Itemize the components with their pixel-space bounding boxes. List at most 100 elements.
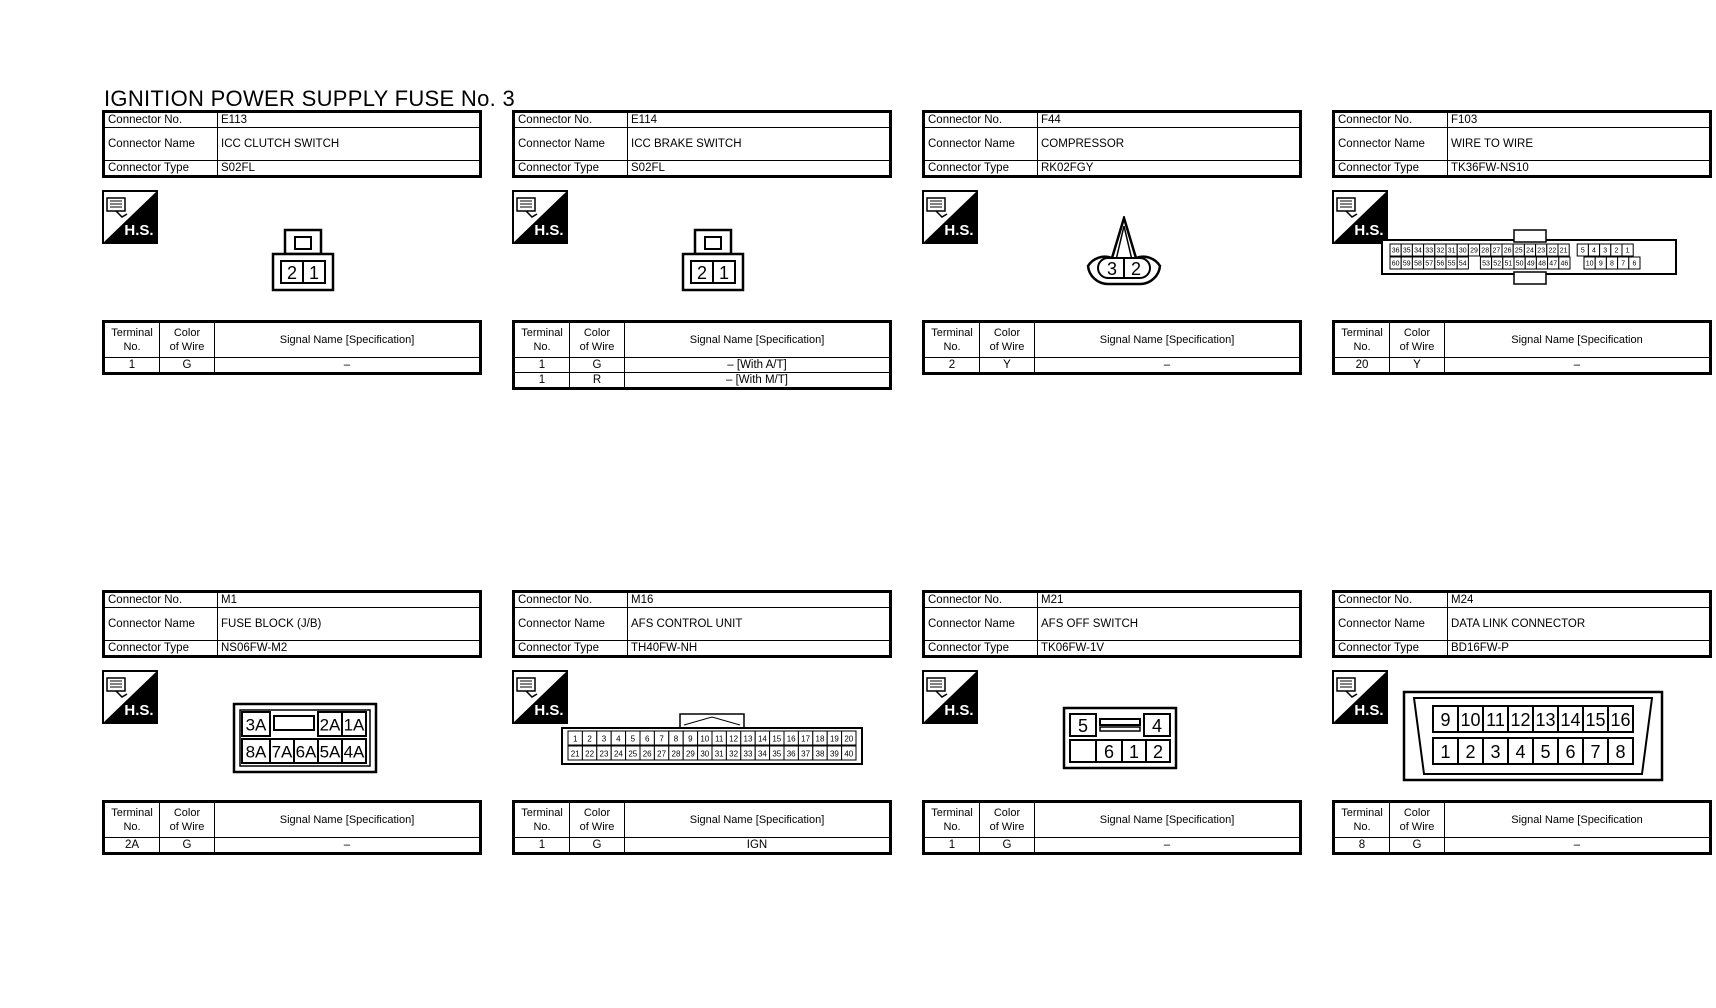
pin-label: 46	[1561, 261, 1569, 268]
pin-label: 10	[1586, 261, 1594, 268]
pin-label: 2	[1465, 742, 1475, 762]
pin-label: 2	[587, 735, 592, 744]
connector-name-label: Connector Name	[923, 127, 1038, 161]
pin-label: 20	[844, 735, 853, 744]
pin-label: 2A	[320, 716, 341, 735]
connector-name-label: Connector Name	[103, 127, 218, 161]
pin-label: 3A	[246, 716, 267, 735]
hs-label: H.S.	[124, 702, 153, 719]
pin-label: 36	[1392, 248, 1400, 255]
wire-color-cell: G	[569, 357, 625, 373]
pin-label: 1	[1129, 742, 1139, 762]
pin-label: 1	[719, 263, 729, 283]
pin-label: 15	[772, 735, 781, 744]
pin-label: 31	[715, 750, 724, 759]
wire-color-cell: G	[159, 357, 215, 374]
connector-type-label: Connector Type	[103, 160, 218, 177]
pin-label: 8	[1610, 261, 1614, 268]
pin-cell	[317, 711, 343, 737]
terminal-no-cell: 2	[923, 357, 980, 374]
pin-label: 33	[744, 750, 753, 759]
connector-type-value: RK02FGY	[1037, 160, 1301, 177]
pin-label: 13	[744, 735, 753, 744]
connector-no-value: M21	[1037, 591, 1301, 608]
hs-label: H.S.	[944, 702, 973, 719]
harness-side-icon: H.S.	[512, 190, 568, 244]
signal-name-cell: IGN	[624, 837, 891, 854]
pin-label: 6	[645, 735, 650, 744]
pin-label: 3	[1107, 259, 1117, 279]
pin-cell	[317, 738, 343, 764]
pin-label: 6A	[296, 743, 317, 762]
pin-label: 30	[700, 750, 709, 759]
pin-label: 26	[1504, 248, 1512, 255]
wire-color-cell: G	[1389, 837, 1445, 854]
harness-side-icon: H.S.	[922, 190, 978, 244]
pin-label: 18	[816, 735, 825, 744]
pin-label: 4A	[344, 743, 365, 762]
pin-label: 36	[787, 750, 796, 759]
connector-name-value: COMPRESSOR	[1037, 127, 1301, 161]
pin-label: 9	[1599, 261, 1603, 268]
pin-label: 5A	[320, 743, 341, 762]
signal-name-cell: –	[1444, 837, 1711, 854]
pin-cell	[1432, 737, 1459, 765]
pin-label: 4	[1515, 742, 1525, 762]
pin-label: 12	[729, 735, 738, 744]
connector-type-label: Connector Type	[1333, 160, 1448, 177]
connector-type-label: Connector Type	[513, 640, 628, 657]
pin-label: 50	[1516, 261, 1524, 268]
harness-side-icon: H.S.	[1332, 670, 1388, 724]
signal-name-header: Signal Name [Specification]	[1034, 801, 1301, 838]
terminal-no-cell: 20	[1333, 357, 1390, 374]
pin-label: 54	[1459, 261, 1467, 268]
pin-label: 4	[1592, 248, 1596, 255]
pin-label: 29	[1470, 248, 1478, 255]
signal-name-cell: – [With A/T]	[624, 357, 891, 373]
pin-cell	[1457, 705, 1484, 733]
pin-cell	[1507, 737, 1534, 765]
pin-cell	[1621, 243, 1634, 257]
pin-label: 13	[1535, 710, 1555, 730]
pin-label: 5	[1581, 248, 1585, 255]
pin-label: 22	[585, 750, 594, 759]
connector-name-value: WIRE TO WIRE	[1447, 127, 1711, 161]
pin-cell	[1457, 737, 1484, 765]
connector-type-value: NS06FW-M2	[217, 640, 481, 657]
connector-type-value: TK06FW-1V	[1037, 640, 1301, 657]
harness-side-icon: H.S.	[102, 190, 158, 244]
pin-label: 1	[573, 735, 578, 744]
pin-cell	[841, 730, 857, 746]
pin-cell	[1607, 705, 1634, 733]
pin-label: 3	[602, 735, 607, 744]
wire-color-cell: G	[569, 837, 625, 854]
wire-color-cell: Y	[979, 357, 1035, 374]
pin-label: 6	[1565, 742, 1575, 762]
signal-name-header: Signal Name [Specification]	[214, 801, 481, 838]
pin-label: 4	[616, 735, 621, 744]
connector-name-value: ICC BRAKE SWITCH	[627, 127, 891, 161]
pin-label: 5	[1540, 742, 1550, 762]
connector-type-value: S02FL	[627, 160, 891, 177]
terminal-no-cell: 1	[513, 372, 570, 389]
connector-no-label: Connector No.	[513, 111, 628, 128]
